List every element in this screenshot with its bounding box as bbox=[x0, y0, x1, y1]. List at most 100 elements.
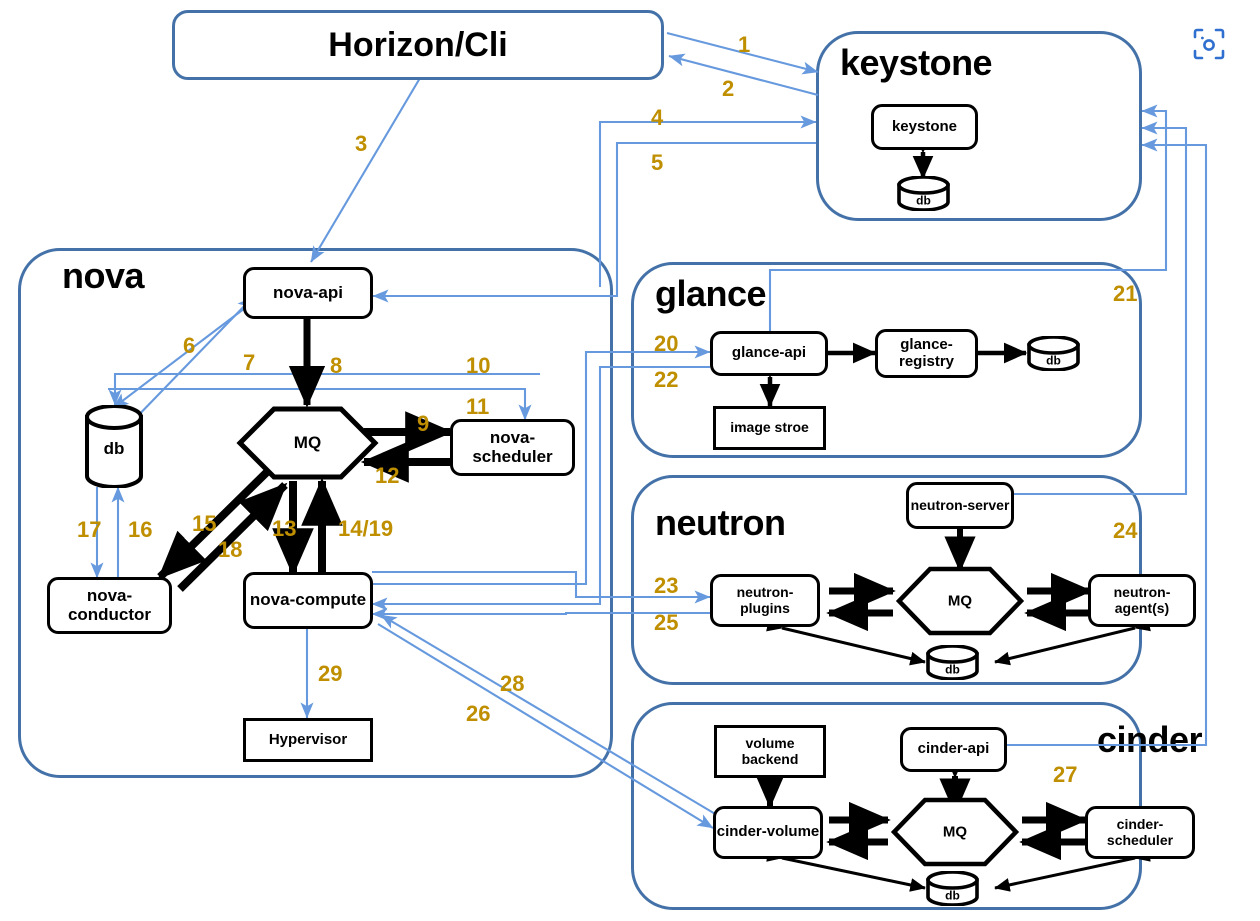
group-title-cinder: cinder bbox=[1097, 719, 1203, 760]
step-label-4: 4 bbox=[651, 105, 664, 130]
node-neutron-plugins[interactable]: neutron-plugins bbox=[710, 574, 820, 627]
connector-21 bbox=[768, 104, 1168, 345]
node-keystone-db[interactable]: db bbox=[896, 176, 951, 211]
step-label-14-19: 14/19 bbox=[338, 516, 394, 541]
connector-20 bbox=[372, 345, 711, 586]
step-label-22: 22 bbox=[654, 367, 679, 392]
node-nova-api[interactable]: nova-api bbox=[243, 267, 373, 319]
connector-27 bbox=[1004, 138, 1208, 747]
node-nova-compute[interactable]: nova-compute bbox=[243, 572, 373, 629]
node-neutron-db[interactable]: db bbox=[925, 645, 980, 680]
node-cinder-scheduler[interactable]: cinder-scheduler bbox=[1085, 806, 1195, 859]
step-label-29: 29 bbox=[318, 661, 343, 686]
cylinder-shape bbox=[926, 645, 979, 680]
step-label-3: 3 bbox=[355, 131, 368, 156]
step-label-27: 27 bbox=[1053, 762, 1078, 787]
group-title-neutron: neutron bbox=[655, 502, 786, 543]
neutron-plugins-db-link bbox=[766, 617, 926, 666]
node-neutron-plugins-label: neutron-plugins bbox=[736, 584, 794, 616]
node-glance-registry[interactable]: glance-registry bbox=[875, 329, 978, 378]
node-cinder-db[interactable]: db bbox=[925, 871, 980, 906]
step-label-7: 7 bbox=[243, 350, 256, 375]
connector-25 bbox=[371, 607, 710, 621]
node-glance-api-label: glance-api bbox=[731, 344, 807, 362]
node-nova-api-label: nova-api bbox=[273, 282, 343, 302]
step-label-26: 26 bbox=[466, 701, 491, 726]
step-label-2: 2 bbox=[722, 76, 735, 101]
node-volume-backend-label: volume backend bbox=[741, 735, 799, 767]
node-neutron-server-label: neutron-server bbox=[910, 496, 1010, 513]
connector-7 bbox=[128, 296, 254, 426]
step-label-25: 25 bbox=[654, 610, 679, 635]
step-label-6: 6 bbox=[183, 333, 196, 358]
step-label-23: 23 bbox=[654, 573, 679, 598]
hexagon-shape bbox=[236, 406, 379, 480]
cinder-volume-db-link bbox=[766, 848, 926, 892]
cinder-scheduler-db-link bbox=[994, 848, 1151, 892]
group-glance bbox=[631, 262, 1142, 458]
hexagon-shape bbox=[890, 797, 1020, 867]
hexagon-shape bbox=[895, 566, 1025, 636]
connector-11 bbox=[108, 387, 532, 421]
horizon-cli-box[interactable]: Horizon/Cli bbox=[172, 10, 664, 80]
connector-2 bbox=[668, 53, 819, 97]
node-neutron-agents-label: neutron-agent(s) bbox=[1113, 584, 1171, 616]
group-title-glance: glance bbox=[655, 273, 767, 314]
node-cinder-volume[interactable]: cinder-volume bbox=[713, 806, 823, 859]
node-glance-db[interactable]: db bbox=[1026, 336, 1081, 371]
node-nova-db[interactable]: db bbox=[84, 405, 144, 488]
node-glance-api[interactable]: glance-api bbox=[710, 331, 828, 376]
step-label-28: 28 bbox=[500, 671, 525, 696]
screenshot-capture-icon[interactable] bbox=[1192, 27, 1226, 61]
node-volume-backend[interactable]: volume backend bbox=[714, 725, 826, 778]
node-keystone-service[interactable]: keystone bbox=[871, 104, 978, 150]
step-label-8: 8 bbox=[330, 353, 343, 378]
node-nova-mq[interactable]: MQ bbox=[236, 405, 379, 481]
node-cinder-api[interactable]: cinder-api bbox=[900, 727, 1007, 772]
node-nova-conductor[interactable]: nova-conductor bbox=[47, 577, 172, 634]
node-image-store[interactable]: image stroe bbox=[713, 406, 826, 450]
connector-18 bbox=[177, 482, 288, 592]
node-nova-scheduler[interactable]: nova-scheduler bbox=[450, 419, 575, 476]
connector-28 bbox=[380, 614, 723, 819]
step-label-12: 12 bbox=[375, 463, 400, 488]
step-label-17: 17 bbox=[77, 517, 102, 542]
step-label-16: 16 bbox=[128, 517, 153, 542]
node-neutron-server[interactable]: neutron-server bbox=[906, 482, 1014, 529]
connector-10 bbox=[108, 372, 540, 406]
step-label-21: 21 bbox=[1113, 281, 1138, 306]
step-label-15: 15 bbox=[192, 511, 217, 536]
step-label-11: 11 bbox=[466, 394, 490, 419]
connector-26 bbox=[377, 623, 714, 829]
cylinder-shape bbox=[897, 176, 950, 211]
connector-5 bbox=[372, 141, 816, 303]
node-cinder-volume-label: cinder-volume bbox=[716, 823, 820, 841]
step-label-13: 13 bbox=[272, 516, 297, 541]
group-title-keystone: keystone bbox=[840, 42, 993, 83]
node-neutron-agents[interactable]: neutron-agent(s) bbox=[1088, 574, 1196, 627]
node-hypervisor[interactable]: Hypervisor bbox=[243, 718, 373, 762]
step-label-10: 10 bbox=[466, 353, 491, 378]
node-nova-scheduler-label: nova-scheduler bbox=[472, 428, 553, 466]
cylinder-shape bbox=[926, 871, 979, 906]
connector-22 bbox=[371, 365, 710, 611]
node-neutron-mq[interactable]: MQ bbox=[895, 566, 1025, 636]
step-label-5: 5 bbox=[651, 150, 664, 175]
node-nova-conductor-label: nova-conductor bbox=[67, 586, 152, 624]
connector-1 bbox=[666, 31, 819, 75]
step-label-9: 9 bbox=[417, 411, 430, 436]
step-label-18: 18 bbox=[218, 537, 243, 562]
node-hypervisor-label: Hypervisor bbox=[268, 730, 348, 748]
connector-6 bbox=[112, 307, 246, 409]
step-label-20: 20 bbox=[654, 331, 679, 356]
node-keystone-service-label: keystone bbox=[891, 117, 958, 135]
horizon-cli-label: Horizon/Cli bbox=[328, 25, 508, 64]
connector-4 bbox=[598, 115, 817, 287]
node-image-store-label: image stroe bbox=[730, 419, 809, 436]
node-cinder-api-label: cinder-api bbox=[917, 740, 990, 758]
node-cinder-mq[interactable]: MQ bbox=[890, 797, 1020, 867]
step-label-24: 24 bbox=[1113, 518, 1138, 543]
